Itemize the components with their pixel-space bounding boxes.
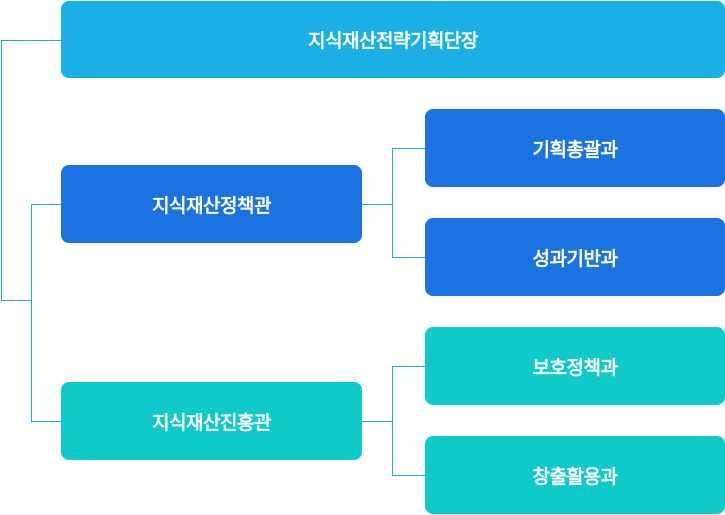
org-node-ip-policy-bureau-label: 지식재산정책관 (152, 194, 271, 217)
org-node-planning-division-label: 기획총괄과 (532, 138, 618, 161)
org-node-performance-infra-division: 성과기반과 (425, 218, 725, 296)
org-node-ip-policy-bureau: 지식재산정책관 (61, 165, 362, 243)
org-node-performance-infra-division-label: 성과기반과 (532, 247, 618, 270)
org-node-root: 지식재산전략기획단장 (61, 1, 725, 78)
org-node-creation-utilization-division-label: 창출활용과 (532, 465, 618, 488)
org-node-ip-promotion-bureau: 지식재산진흥관 (61, 382, 362, 460)
org-node-protection-policy-division: 보호정책과 (425, 327, 725, 405)
org-node-protection-policy-division-label: 보호정책과 (532, 356, 618, 379)
org-node-creation-utilization-division: 창출활용과 (425, 436, 725, 514)
org-node-ip-promotion-bureau-label: 지식재산진흥관 (152, 411, 271, 434)
org-node-planning-division: 기획총괄과 (425, 109, 725, 187)
org-node-root-label: 지식재산전략기획단장 (308, 30, 478, 52)
